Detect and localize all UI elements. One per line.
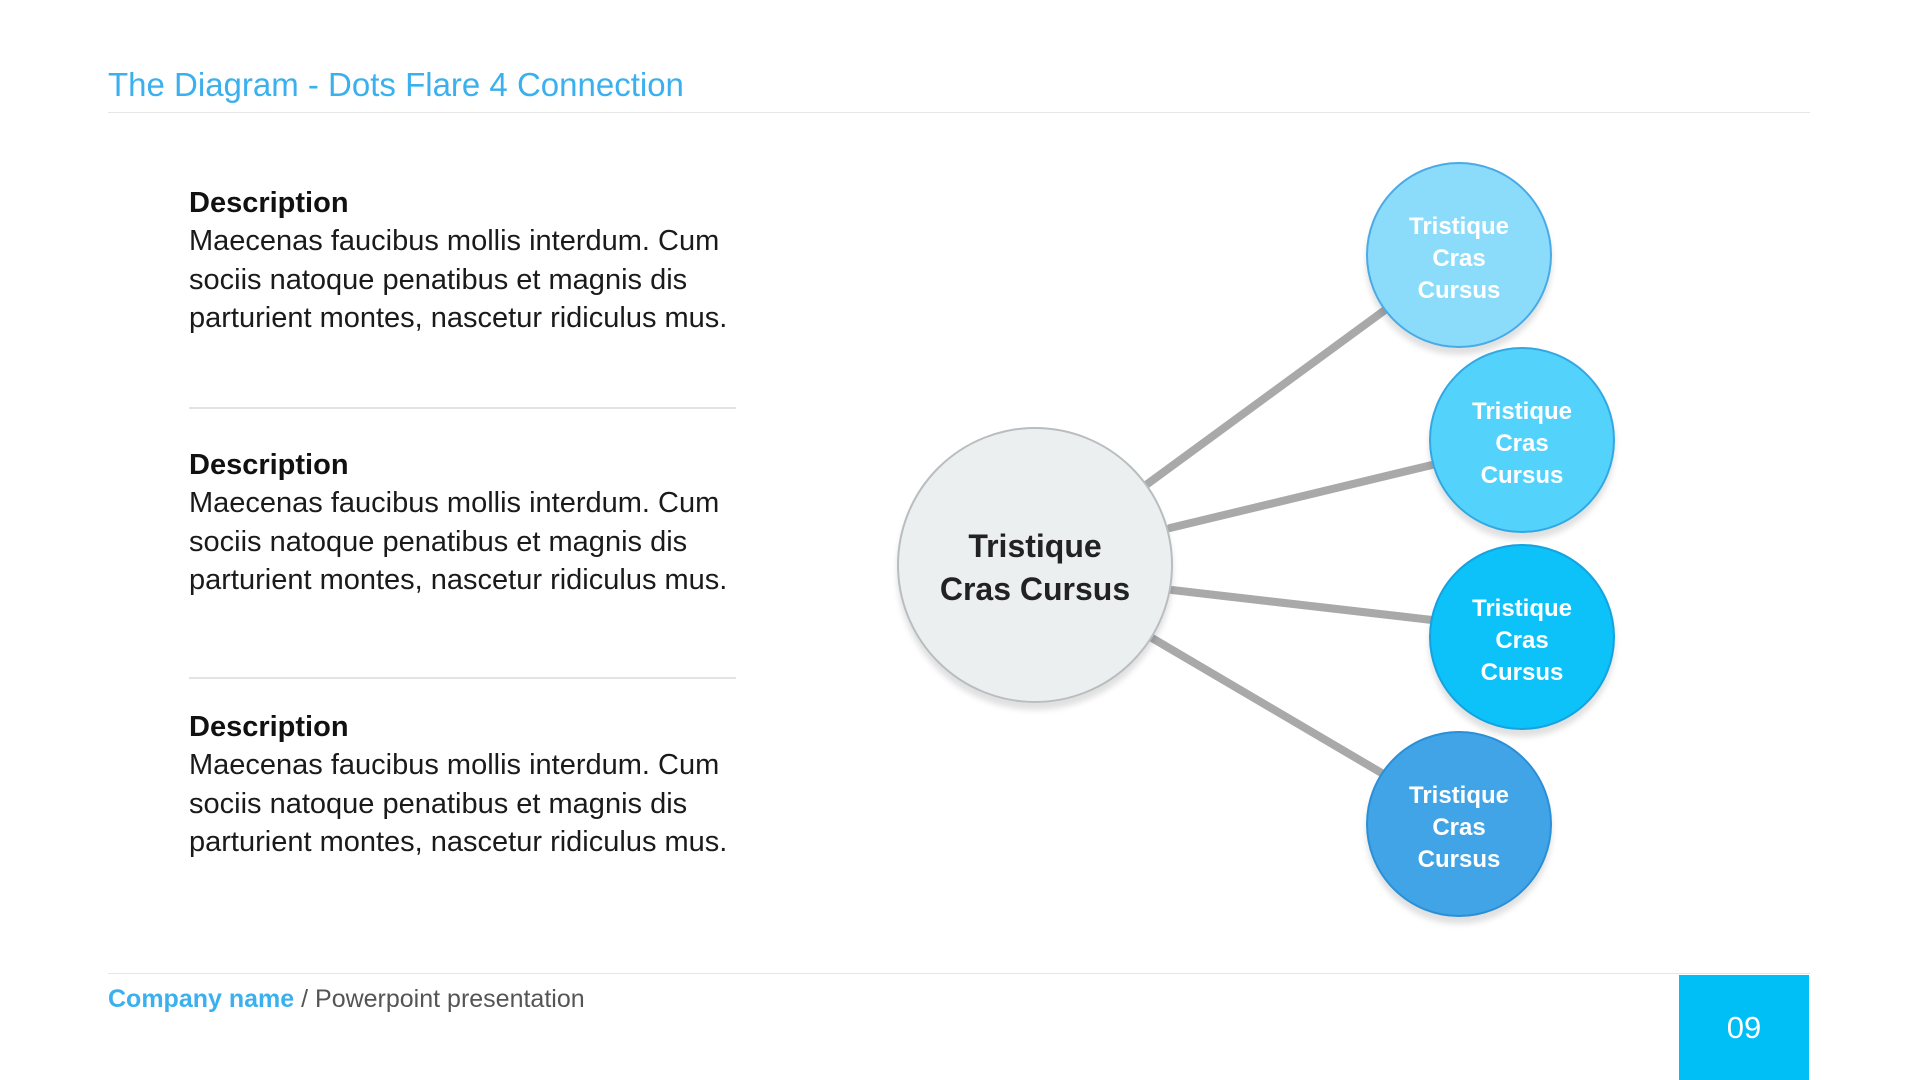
node-label-line3: Cursus [1418,277,1501,304]
node-label-line3: Cursus [1481,659,1564,686]
page-number: 09 [1726,1009,1762,1045]
page-number-box: 09 [1679,975,1809,1080]
connector-line-1 [1142,306,1389,489]
description-text: Maecenas faucibus mollis interdum. Cum s… [189,749,728,858]
node-label-line2: Cras [1495,627,1548,654]
connector-line-2 [1166,461,1436,532]
center-node-circle [897,427,1173,703]
footer-separator: / [294,985,316,1013]
node-label-line1: Tristique [1409,782,1509,809]
footer-divider [108,973,1810,974]
description-block-1: Description Maecenas faucibus mollis int… [189,184,739,338]
connector-line-4 [1148,634,1389,779]
outer-node-circle [1429,544,1615,730]
slide-title: The Diagram - Dots Flare 4 Connection [108,66,684,103]
connector-line-3 [1168,586,1436,624]
node-label-line3: Cursus [1418,846,1501,873]
description-text: Maecenas faucibus mollis interdum. Cum s… [189,225,728,334]
outer-node-circle [1366,162,1552,348]
center-node-label-line2: Cras Cursus [940,571,1130,607]
outer-node-2: Tristique Cras Cursus [1429,347,1615,533]
outer-node-1: Tristique Cras Cursus [1366,162,1552,348]
node-label-line2: Cras [1432,814,1485,841]
node-label-line3: Cursus [1481,462,1564,489]
outer-node-3: Tristique Cras Cursus [1429,544,1615,730]
footer-subtitle: Powerpoint presentation [315,985,585,1013]
company-name: Company name [108,985,295,1013]
description-heading: Description [189,187,349,219]
connector-lines [1142,306,1436,779]
outer-node-circle [1366,731,1552,917]
description-divider [189,407,736,409]
description-block-3: Description Maecenas faucibus mollis int… [189,708,739,862]
outer-node-circle [1429,347,1615,533]
outer-node-4: Tristique Cras Cursus [1366,731,1552,917]
description-heading: Description [189,711,349,743]
node-label-line2: Cras [1495,430,1548,457]
description-divider [189,677,736,679]
center-node: Tristique Cras Cursus [897,427,1173,703]
node-label-line2: Cras [1432,245,1485,272]
description-heading: Description [189,449,349,481]
node-label-line1: Tristique [1409,213,1509,240]
description-text: Maecenas faucibus mollis interdum. Cum s… [189,487,728,596]
center-node-label-line1: Tristique [968,528,1101,564]
footer: Company name / Powerpoint presentation [108,985,585,1014]
title-divider [108,112,1810,113]
node-label-line1: Tristique [1472,595,1572,622]
node-label-line1: Tristique [1472,398,1572,425]
description-block-2: Description Maecenas faucibus mollis int… [189,446,739,600]
